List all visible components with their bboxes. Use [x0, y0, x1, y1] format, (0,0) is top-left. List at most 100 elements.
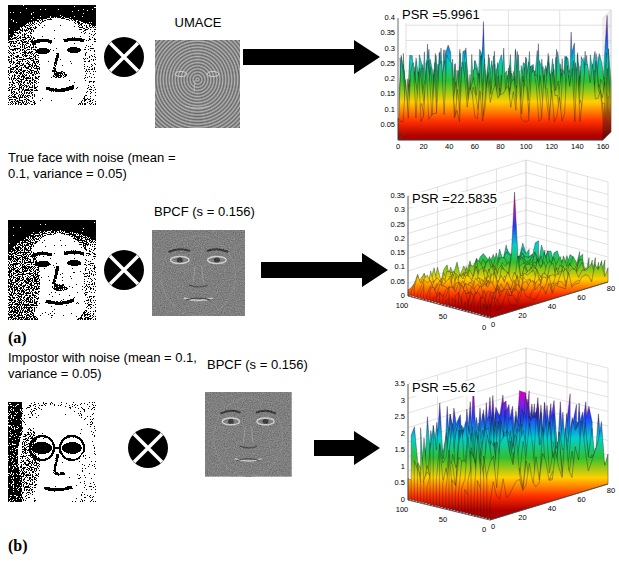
- axis-tick: 20: [419, 143, 427, 151]
- block-arrow: [243, 40, 380, 74]
- axis-tick: 100: [396, 302, 409, 310]
- plot-surface: [490, 262, 608, 318]
- axis-tick: 100: [520, 143, 533, 151]
- axis-tick: 20: [518, 514, 526, 522]
- multiply-symbol: [104, 37, 144, 77]
- plot-surface: [399, 48, 604, 139]
- psr-value: PSR =5.9961: [400, 8, 482, 23]
- filter-image: [205, 392, 291, 476]
- plot-grid: [526, 160, 527, 260]
- noisy-face: [8, 220, 96, 320]
- axis-tick: 0.4: [385, 14, 395, 22]
- plot-grid: [398, 140, 603, 141]
- axis-tick: 0.2: [395, 235, 405, 243]
- plot-axis: [490, 282, 608, 318]
- surface-plot: [408, 160, 608, 318]
- axis-tick: 40: [445, 143, 453, 151]
- axis-tick: 3: [401, 397, 405, 405]
- axis-tick: 0.2: [385, 75, 395, 83]
- filter-image: [155, 40, 240, 128]
- plot-axis: [408, 500, 490, 520]
- axis-tick: 60: [471, 143, 479, 151]
- correlation-plots: [398, 10, 611, 520]
- plot-axis: [398, 140, 603, 141]
- panel-label: (b): [8, 538, 28, 554]
- axis-tick: 80: [496, 143, 504, 151]
- axis-tick: 20: [518, 312, 526, 320]
- block-arrow: [314, 431, 380, 465]
- block-arrow: [261, 253, 388, 287]
- axis-tick: 3.5: [395, 380, 405, 388]
- axis-tick: 50: [439, 516, 447, 524]
- multiply-symbol: [104, 250, 144, 290]
- correlation-plot: PSR =22.5835: [388, 190, 616, 332]
- plot-grid: [608, 182, 609, 282]
- axis-tick: 0: [396, 143, 400, 151]
- plot-surface: [398, 55, 603, 140]
- axis-tick: 80: [607, 285, 615, 293]
- axis-tick: 0: [401, 292, 405, 300]
- axis-tick: 100: [396, 506, 409, 514]
- plot-axis: [398, 18, 399, 140]
- image-caption: Impostor with noise (mean = 0.1, varianc…: [8, 350, 198, 381]
- plot-axis: [408, 384, 409, 500]
- axis-tick: 80: [607, 487, 615, 495]
- axis-tick: 0.35: [390, 192, 405, 200]
- psr-value: PSR =22.5835: [410, 192, 499, 207]
- axis-tick: 0: [401, 496, 405, 504]
- axis-tick: 0.1: [385, 106, 395, 114]
- plot-grid: [526, 160, 527, 260]
- image-caption: True face with noise (mean = 0.1, varian…: [8, 150, 198, 181]
- filter-image: BPCF (s = 0.156): [150, 205, 261, 318]
- axis-tick: 120: [545, 143, 558, 151]
- noisy-face: [8, 5, 96, 105]
- plot-grid: [546, 166, 547, 266]
- axis-tick: 1.5: [395, 447, 405, 455]
- plot-surface: [490, 421, 608, 520]
- plot-axis: [490, 484, 608, 520]
- axis-tick: 0: [491, 523, 495, 531]
- filter-image: [152, 230, 245, 316]
- axis-tick: 0.3: [395, 207, 405, 215]
- axis-tick: 60: [577, 294, 585, 302]
- plot-grid: [408, 196, 409, 296]
- plot-axis: [408, 296, 490, 318]
- axis-tick: 1: [401, 463, 405, 471]
- axis-tick: 0.1: [395, 264, 405, 272]
- panel-label: (a): [8, 330, 27, 346]
- axis-tick: 0.3: [385, 45, 395, 53]
- axis-tick: 0.05: [390, 278, 405, 286]
- axis-tick: 0: [491, 321, 495, 329]
- axis-tick: 0.15: [380, 91, 395, 99]
- axis-tick: 0.25: [390, 221, 405, 229]
- axis-tick: 0: [482, 526, 486, 534]
- filter-heading: BPCF (s = 0.156): [205, 358, 310, 373]
- axis-tick: 2: [401, 430, 405, 438]
- axis-tick: 0.35: [380, 30, 395, 38]
- filter-heading: BPCF (s = 0.156): [152, 205, 257, 220]
- correlation-plot: PSR =5.9961: [380, 4, 615, 158]
- axis-tick: 0.05: [380, 121, 395, 129]
- noisy-face: [8, 402, 96, 502]
- plot-axis: [408, 196, 409, 296]
- axis-tick: 2.5: [395, 413, 405, 421]
- plot-grid: [587, 177, 588, 277]
- axis-tick: 40: [548, 303, 556, 311]
- axis-tick: 140: [571, 143, 584, 151]
- filter-heading: UMACE: [173, 16, 224, 31]
- axis-tick: 60: [577, 496, 585, 504]
- filter-image: UMACE: [153, 16, 243, 130]
- axis-tick: 50: [439, 313, 447, 321]
- plot-axis: [398, 132, 406, 140]
- axis-tick: 40: [548, 505, 556, 513]
- axis-tick: 0.15: [390, 249, 405, 257]
- axis-tick: 0.5: [395, 480, 405, 488]
- axis-tick: 0.25: [380, 60, 395, 68]
- correlation-plot: PSR =5.62: [380, 378, 616, 530]
- axis-tick: 0: [482, 324, 486, 332]
- multiply-symbol: [128, 428, 168, 468]
- filter-image: BPCF (s = 0.156): [203, 358, 314, 478]
- plot-grid: [408, 384, 409, 500]
